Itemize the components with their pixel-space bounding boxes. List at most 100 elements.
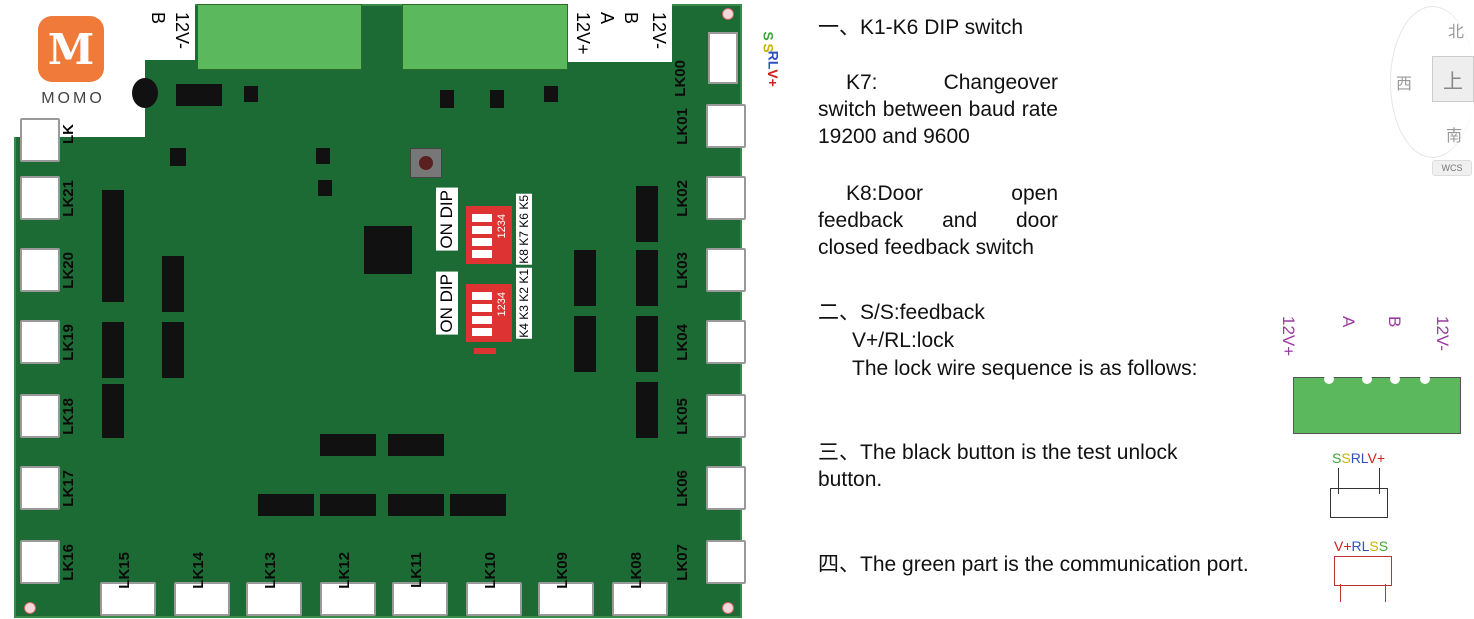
small-part: [544, 86, 558, 102]
diagram-top-connector: [1330, 488, 1388, 518]
port-lk06: [706, 466, 746, 510]
ic-chip: [176, 84, 222, 106]
port-lk02: [706, 176, 746, 220]
bot-conn-s1: S: [1369, 538, 1379, 554]
dip-switch-upper[interactable]: 1234: [466, 206, 512, 264]
ic-chip: [102, 190, 124, 276]
diagram-terminal-block: [1293, 374, 1461, 434]
diagram-top-connector-labels: SSRLV+: [1332, 450, 1385, 466]
ic-chip: [388, 494, 444, 516]
ic-chip: [636, 382, 658, 438]
ic-chip: [636, 250, 658, 306]
note-2-lock: V+/RL:lock: [852, 329, 955, 352]
dip-switch-lower[interactable]: 1234: [466, 284, 512, 342]
port-label-lk06: LK06: [674, 470, 691, 507]
ic-chip: [102, 322, 124, 378]
port-label-lk01: LK01: [674, 108, 691, 145]
dip-upper-dip: DIP: [437, 190, 456, 219]
diagram-bottom-connector: [1334, 556, 1392, 586]
port-label-lk18: LK18: [60, 398, 77, 435]
port-lk08: [612, 582, 668, 616]
wcs-label: WCS: [1441, 163, 1463, 173]
top-conn-s2: S: [1341, 450, 1351, 466]
dip-upper-label: ON DIP: [436, 188, 458, 251]
small-part: [244, 86, 258, 102]
note-2-sequence: The lock wire sequence is as follows:: [852, 357, 1198, 380]
top-right-label-12v-plus: 12V+: [573, 12, 593, 55]
top-right-label-a: A: [597, 12, 617, 25]
terminal-block-right: [402, 4, 568, 70]
compass-widget[interactable]: [1390, 6, 1474, 158]
wire-label-s1: S: [760, 31, 777, 41]
port-lk17: [20, 466, 60, 510]
port-label-lk21: LK21: [60, 180, 77, 217]
ic-chip: [636, 186, 658, 242]
dip-lower-numbers: 1234: [496, 292, 508, 317]
port-label-lk02: LK02: [674, 180, 691, 217]
note-3: 三、The black button is the test unlock bu…: [818, 441, 1178, 491]
port-lk04: [706, 320, 746, 364]
ic-chip: [636, 316, 658, 372]
port-label-lk03: LK03: [674, 252, 691, 289]
port-label-lk-cut: LK: [60, 124, 77, 144]
logo-text: MOMO: [41, 90, 105, 107]
ic-chip: [258, 494, 314, 516]
top-conn-rl: RL: [1350, 450, 1368, 466]
top-right-label-12v-minus: 12V-: [649, 12, 669, 50]
ic-chip: [102, 256, 124, 302]
dip-upper-on: ON: [437, 223, 456, 249]
diagram-label-b: B: [1385, 316, 1404, 328]
diagram-label-12v-plus: 12V+: [1279, 316, 1298, 357]
compass-north: 北: [1448, 24, 1465, 41]
mount-hole: [722, 602, 734, 614]
note-1-k7: K7: Changeover switch between baud rate …: [818, 71, 1058, 148]
port-lk15: [100, 582, 156, 616]
port-label-lk09: LK09: [554, 552, 571, 589]
wcs-button[interactable]: WCS: [1432, 160, 1472, 176]
red-arrow: [474, 348, 496, 354]
top-left-label-b: B: [148, 12, 168, 25]
mcu-chip: [364, 226, 412, 274]
mount-hole: [24, 602, 36, 614]
port-label-lk07: LK07: [674, 544, 691, 581]
ic-chip: [320, 494, 376, 516]
test-unlock-button: [410, 148, 442, 178]
momo-logo: M MOMO: [0, 0, 145, 137]
port-lk03: [706, 248, 746, 292]
small-part: [440, 90, 454, 108]
diagram-bottom-pins: [1340, 584, 1386, 602]
ic-chip: [388, 434, 444, 456]
compass-up-button[interactable]: 上: [1432, 56, 1474, 102]
port-label-lk17: LK17: [60, 470, 77, 507]
port-lk21: [20, 176, 60, 220]
port-label-lk13: LK13: [262, 552, 279, 589]
port-lk16: [20, 540, 60, 584]
compass-south: 南: [1446, 128, 1463, 145]
port-label-lk08: LK08: [628, 552, 645, 589]
ic-chip: [320, 434, 376, 456]
port-label-lk16: LK16: [60, 544, 77, 581]
small-part: [318, 180, 332, 196]
note-2-title: 二、S/S:feedback: [818, 301, 985, 324]
dip-lower-label: ON DIP: [436, 272, 458, 335]
terminal-block-left: [197, 4, 362, 70]
port-label-lk11: LK11: [408, 552, 425, 588]
ic-chip: [450, 494, 506, 516]
port-label-lk20: LK20: [60, 252, 77, 289]
note-1-title: 一、K1-K6 DIP switch: [818, 16, 1024, 39]
dip-lower-on: ON: [437, 307, 456, 333]
port-lk05: [706, 394, 746, 438]
diagram-top-pins: [1338, 468, 1380, 494]
port-lk13: [246, 582, 302, 616]
compass-west: 西: [1396, 76, 1413, 93]
diagram-label-a: A: [1339, 316, 1358, 328]
diagram-label-12v-minus: 12V-: [1433, 316, 1452, 351]
mount-hole: [722, 8, 734, 20]
bot-conn-rl: RL: [1351, 538, 1370, 554]
bot-conn-s2: S: [1378, 538, 1389, 554]
power-connector: [708, 32, 738, 84]
dip-upper-keys: K8 K7 K6 K5: [516, 194, 532, 265]
port-lk07: [706, 540, 746, 584]
port-label-lk14: LK14: [190, 552, 207, 589]
ic-chip: [162, 256, 184, 312]
